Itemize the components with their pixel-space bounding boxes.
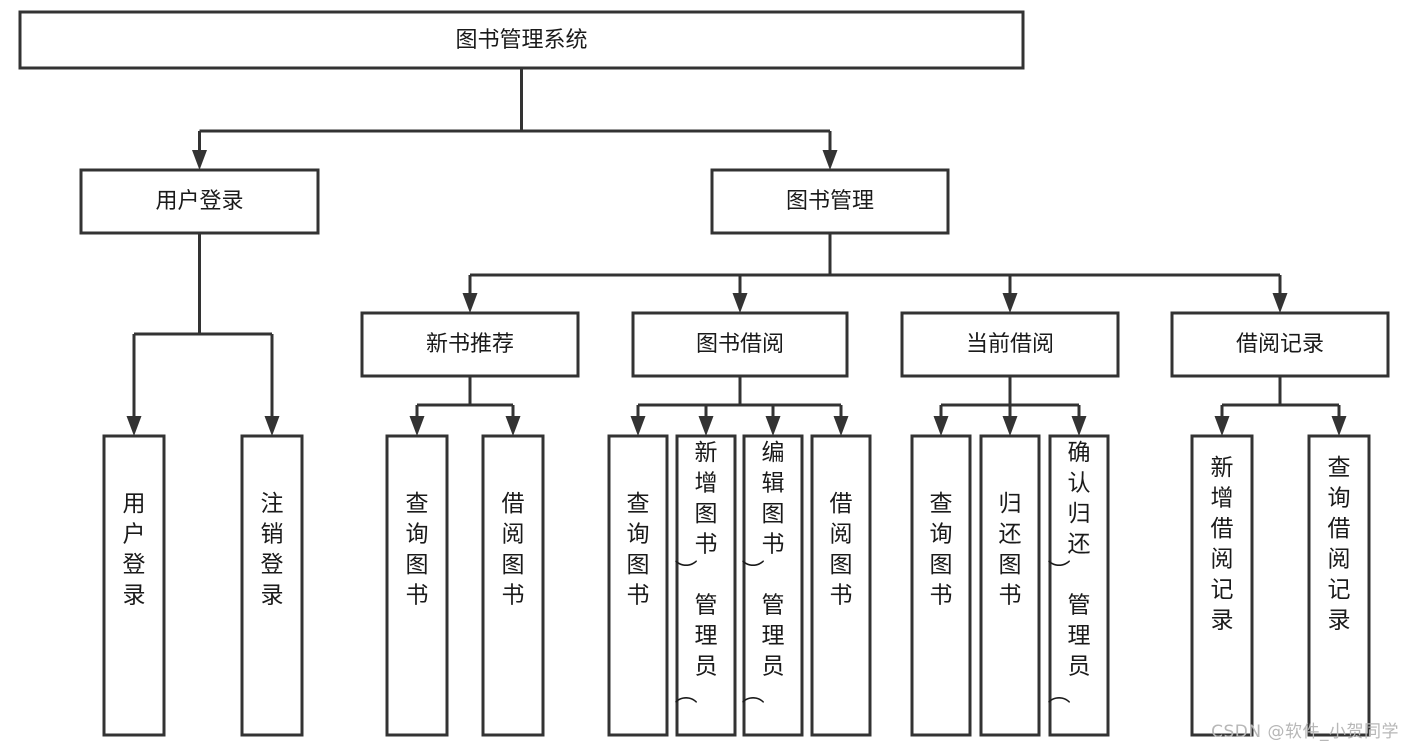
leaf-confirm-return-box[interactable]: [1048, 434, 1110, 737]
arrow-leaf-user-logout: [264, 416, 280, 436]
node-book-management[interactable]: 图书管理: [710, 168, 950, 235]
node-book-borrow-label: 图书借阅: [696, 332, 784, 357]
arrow-leaf-query-book-3: [933, 416, 949, 436]
leaf-user-logout-label: 注销登录: [261, 491, 284, 609]
node-new-book-recommend[interactable]: 新书推荐: [360, 311, 580, 378]
leaf-user-login[interactable]: 用户登录: [102, 434, 166, 737]
node-book-borrow[interactable]: 图书借阅: [631, 311, 849, 378]
leaf-return-book-box[interactable]: [979, 434, 1041, 737]
arrow-leaf-add-record: [1214, 416, 1230, 436]
leaf-user-login-label: 用户登录: [123, 491, 146, 609]
leaf-user-logout[interactable]: 注销登录: [240, 434, 304, 737]
arrow-book-management: [822, 150, 838, 170]
leaf-return-book-label: 归还图书: [999, 491, 1022, 609]
node-current-borrow[interactable]: 当前借阅: [900, 311, 1120, 378]
leaf-borrow-book-2[interactable]: 借阅图书: [810, 434, 872, 737]
leaf-confirm-return[interactable]: 确认归还（管理员）: [1048, 434, 1110, 737]
leaf-edit-book-label: 编辑图书（管理员）: [742, 440, 785, 704]
leaf-add-record[interactable]: 新增借阅记录: [1190, 434, 1254, 737]
node-current-borrow-box[interactable]: [900, 311, 1120, 378]
leaf-add-record-label: 新增借阅记录: [1211, 455, 1234, 634]
arrow-user-login: [192, 150, 207, 170]
node-borrow-record-box[interactable]: [1170, 311, 1390, 378]
node-new-book-recommend-label: 新书推荐: [426, 332, 514, 357]
arrow-leaf-edit-book: [765, 416, 781, 436]
arrow-leaf-user-login: [126, 416, 142, 436]
arrow-borrow-record: [1272, 293, 1288, 313]
node-current-borrow-label: 当前借阅: [966, 332, 1054, 357]
leaf-query-book-2-box[interactable]: [607, 434, 669, 737]
leaf-borrow-book-2-label: 借阅图书: [830, 491, 853, 609]
node-borrow-record-label: 借阅记录: [1236, 332, 1324, 357]
arrow-current-borrow: [1002, 293, 1018, 313]
leaf-query-book-3-box[interactable]: [910, 434, 972, 737]
leaf-borrow-book-1-box[interactable]: [481, 434, 545, 737]
csdn-watermark: CSDN @软件_小贺同学: [1211, 722, 1399, 742]
arrow-leaf-query-book-1: [409, 416, 425, 436]
arrow-leaf-add-book: [698, 416, 714, 436]
node-root-label: 图书管理系统: [455, 28, 587, 53]
node-user-login-box[interactable]: [79, 168, 320, 235]
node-root-box[interactable]: [18, 10, 1025, 70]
arrow-leaf-return-book: [1002, 416, 1018, 436]
leaf-user-logout-box[interactable]: [240, 434, 304, 737]
arrow-leaf-query-book-2: [630, 416, 646, 436]
leaf-query-record-label: 查询借阅记录: [1328, 455, 1351, 634]
node-user-login-label: 用户登录: [155, 189, 243, 214]
leaf-edit-book-box[interactable]: [742, 434, 804, 737]
node-book-management-box[interactable]: [710, 168, 950, 235]
leaf-user-login-box[interactable]: [102, 434, 166, 737]
leaf-borrow-book-1[interactable]: 借阅图书: [481, 434, 545, 737]
arrow-leaf-borrow-book-2: [833, 416, 849, 436]
arrow-new-book-recommend: [462, 293, 478, 313]
leaf-add-book-label: 新增图书（管理员）: [675, 440, 718, 704]
leaf-add-book-box[interactable]: [675, 434, 737, 737]
node-book-borrow-box[interactable]: [631, 311, 849, 378]
leaf-query-record[interactable]: 查询借阅记录: [1307, 434, 1371, 737]
leaf-query-book-1[interactable]: 查询图书: [385, 434, 449, 737]
leaf-borrow-book-1-label: 借阅图书: [502, 491, 525, 609]
leaf-query-book-2[interactable]: 查询图书: [607, 434, 669, 737]
leaf-add-book[interactable]: 新增图书（管理员）: [675, 434, 737, 737]
node-borrow-record[interactable]: 借阅记录: [1170, 311, 1390, 378]
leaf-confirm-return-label: 确认归还（管理员）: [1048, 440, 1091, 704]
leaf-edit-book[interactable]: 编辑图书（管理员）: [742, 434, 804, 737]
arrow-book-borrow: [732, 293, 748, 313]
leaf-query-book-2-label: 查询图书: [627, 491, 650, 609]
arrow-leaf-borrow-book-1: [505, 416, 521, 436]
leaf-return-book[interactable]: 归还图书: [979, 434, 1041, 737]
node-book-management-label: 图书管理: [786, 189, 874, 214]
leaf-query-record-box[interactable]: [1307, 434, 1371, 737]
leaf-add-record-box[interactable]: [1190, 434, 1254, 737]
leaf-query-book-3[interactable]: 查询图书: [910, 434, 972, 737]
leaf-borrow-book-2-box[interactable]: [810, 434, 872, 737]
leaf-query-book-1-box[interactable]: [385, 434, 449, 737]
leaf-query-book-3-label: 查询图书: [930, 491, 953, 609]
node-user-login[interactable]: 用户登录: [79, 168, 320, 235]
node-new-book-recommend-box[interactable]: [360, 311, 580, 378]
node-root[interactable]: 图书管理系统: [18, 10, 1025, 70]
leaf-query-book-1-label: 查询图书: [406, 491, 429, 609]
arrow-leaf-query-record: [1331, 416, 1347, 436]
connector-layer: [126, 68, 1347, 436]
arrow-leaf-confirm-return: [1071, 416, 1087, 436]
